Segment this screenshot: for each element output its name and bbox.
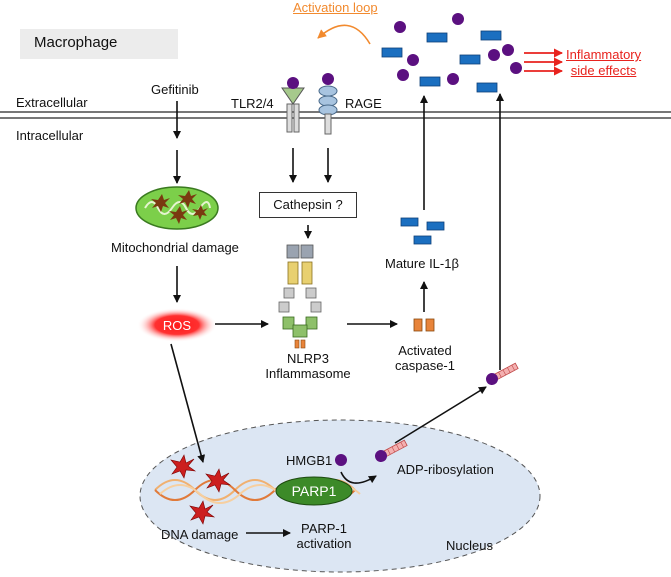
hmgb1-adp-cytoplasm: [486, 362, 519, 385]
nlrp3-line1: NLRP3: [287, 351, 329, 366]
nlrp3-line2: Inflammasome: [265, 366, 351, 381]
caspase-line2: caspase-1: [395, 358, 455, 373]
parp1-activation-label: PARP-1 activation: [289, 521, 359, 551]
ros-glow: [137, 308, 217, 342]
caspase-line1: Activated: [398, 343, 452, 358]
tlr-receptor: [281, 77, 305, 133]
mature-il1b-icon: [400, 217, 445, 245]
extracellular-label: Extracellular: [16, 95, 88, 110]
side-effects-line2: side effects: [570, 63, 637, 78]
mitochondrion-icon: [135, 186, 219, 230]
parp1-label: PARP1: [291, 483, 337, 499]
nlrp3-inflammasome-icon: [278, 244, 322, 349]
gefitinib-label: Gefitinib: [151, 82, 199, 97]
macrophage-label-box: [20, 29, 178, 59]
pathway-arrows: [170, 93, 504, 537]
tlr-label: TLR2/4: [231, 96, 274, 111]
ros-label: ROS: [162, 318, 192, 333]
rage-label: RAGE: [345, 96, 382, 111]
parp1-protein: [275, 476, 353, 506]
inflammatory-side-effects-label: Inflammatory side effects: [566, 47, 641, 79]
adp-ribosylation-label: ADP-ribosylation: [397, 462, 494, 477]
cathepsin-label: Cathepsin ?: [273, 197, 343, 212]
cathepsin-box: [259, 192, 357, 218]
rage-receptor: [318, 73, 338, 135]
activation-loop-label: Activation loop: [293, 0, 378, 15]
activation-loop-arrow: [317, 24, 371, 45]
side-effect-arrows: [524, 48, 563, 76]
dna-damage-label: DNA damage: [161, 527, 239, 542]
mature-il1b-label: Mature IL-1β: [385, 256, 459, 271]
hmgb1-on-tlr: [287, 77, 299, 89]
dna-damage-stars: [170, 454, 232, 525]
mitochondrial-damage-label: Mitochondrial damage: [111, 240, 239, 255]
hmgb1-nucleus: [335, 454, 347, 466]
side-effects-line1: Inflammatory: [566, 47, 642, 62]
parp-act-line1: PARP-1: [301, 521, 347, 536]
nlrp3-inflammasome-label: NLRP3 Inflammasome: [260, 351, 356, 381]
hmgb1-label: HMGB1: [286, 453, 333, 468]
extracellular-cluster: [381, 13, 522, 93]
caspase-1-icon: [413, 318, 435, 332]
activated-caspase-label: Activated caspase-1: [384, 343, 466, 373]
hmgb1-adp-nucleus: [375, 439, 408, 462]
parp-act-line2: activation: [296, 536, 352, 551]
nucleus-label: Nucleus: [446, 538, 493, 553]
intracellular-label: Intracellular: [16, 128, 84, 143]
macrophage-label: Macrophage: [34, 34, 118, 51]
